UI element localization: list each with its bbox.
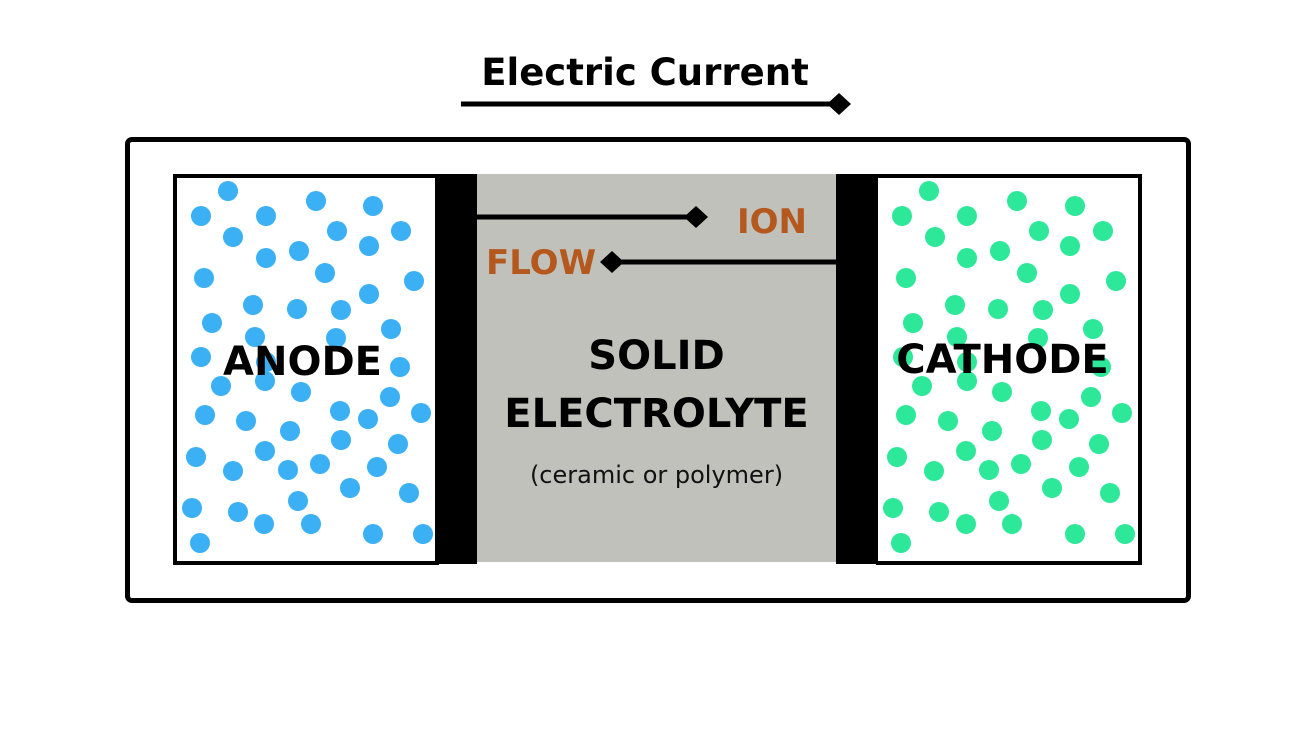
electrolyte-label-line2: ELECTROLYTE — [504, 391, 809, 437]
electrolyte-note: (ceramic or polymer) — [529, 461, 784, 489]
anode-current-collector — [435, 174, 477, 564]
solid-electrolyte-region — [477, 174, 836, 562]
cathode-current-collector — [836, 174, 878, 564]
anode-label: ANODE — [223, 339, 382, 385]
ion-label: ION — [737, 202, 808, 242]
electric-current-arrow — [461, 93, 851, 115]
electric-current-title: Electric Current — [481, 51, 809, 94]
electrolyte-label-line1: SOLID — [588, 333, 725, 379]
flow-label: FLOW — [486, 243, 597, 283]
cathode-label: CATHODE — [896, 337, 1109, 383]
